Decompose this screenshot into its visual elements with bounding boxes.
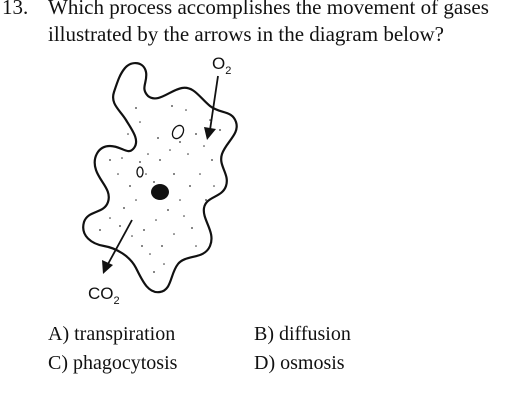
option-d[interactable]: D) osmosis (254, 352, 345, 374)
option-a[interactable]: A) transpiration (48, 323, 176, 345)
vacuole (171, 124, 185, 140)
cytoplasm-dots (99, 105, 221, 273)
o2-arrow (209, 75, 219, 131)
option-b[interactable]: B) diffusion (254, 323, 351, 345)
vacuole (136, 166, 144, 178)
option-c[interactable]: C) phagocytosis (48, 352, 178, 374)
co2-arrow (107, 219, 133, 265)
co2-arrowhead (102, 260, 113, 274)
amoeba-diagram (82, 62, 238, 294)
cell-membrane (82, 62, 238, 294)
co2-label: CO2 (88, 284, 120, 307)
question-number: 13. (2, 0, 29, 19)
o2-label: O2 (212, 54, 232, 77)
o2-arrowhead (204, 127, 216, 140)
question-text-line2: illustrated by the arrows in the diagram… (48, 22, 444, 46)
nucleus (151, 184, 169, 200)
question-text-line1: Which process accomplishes the movement … (48, 0, 489, 19)
